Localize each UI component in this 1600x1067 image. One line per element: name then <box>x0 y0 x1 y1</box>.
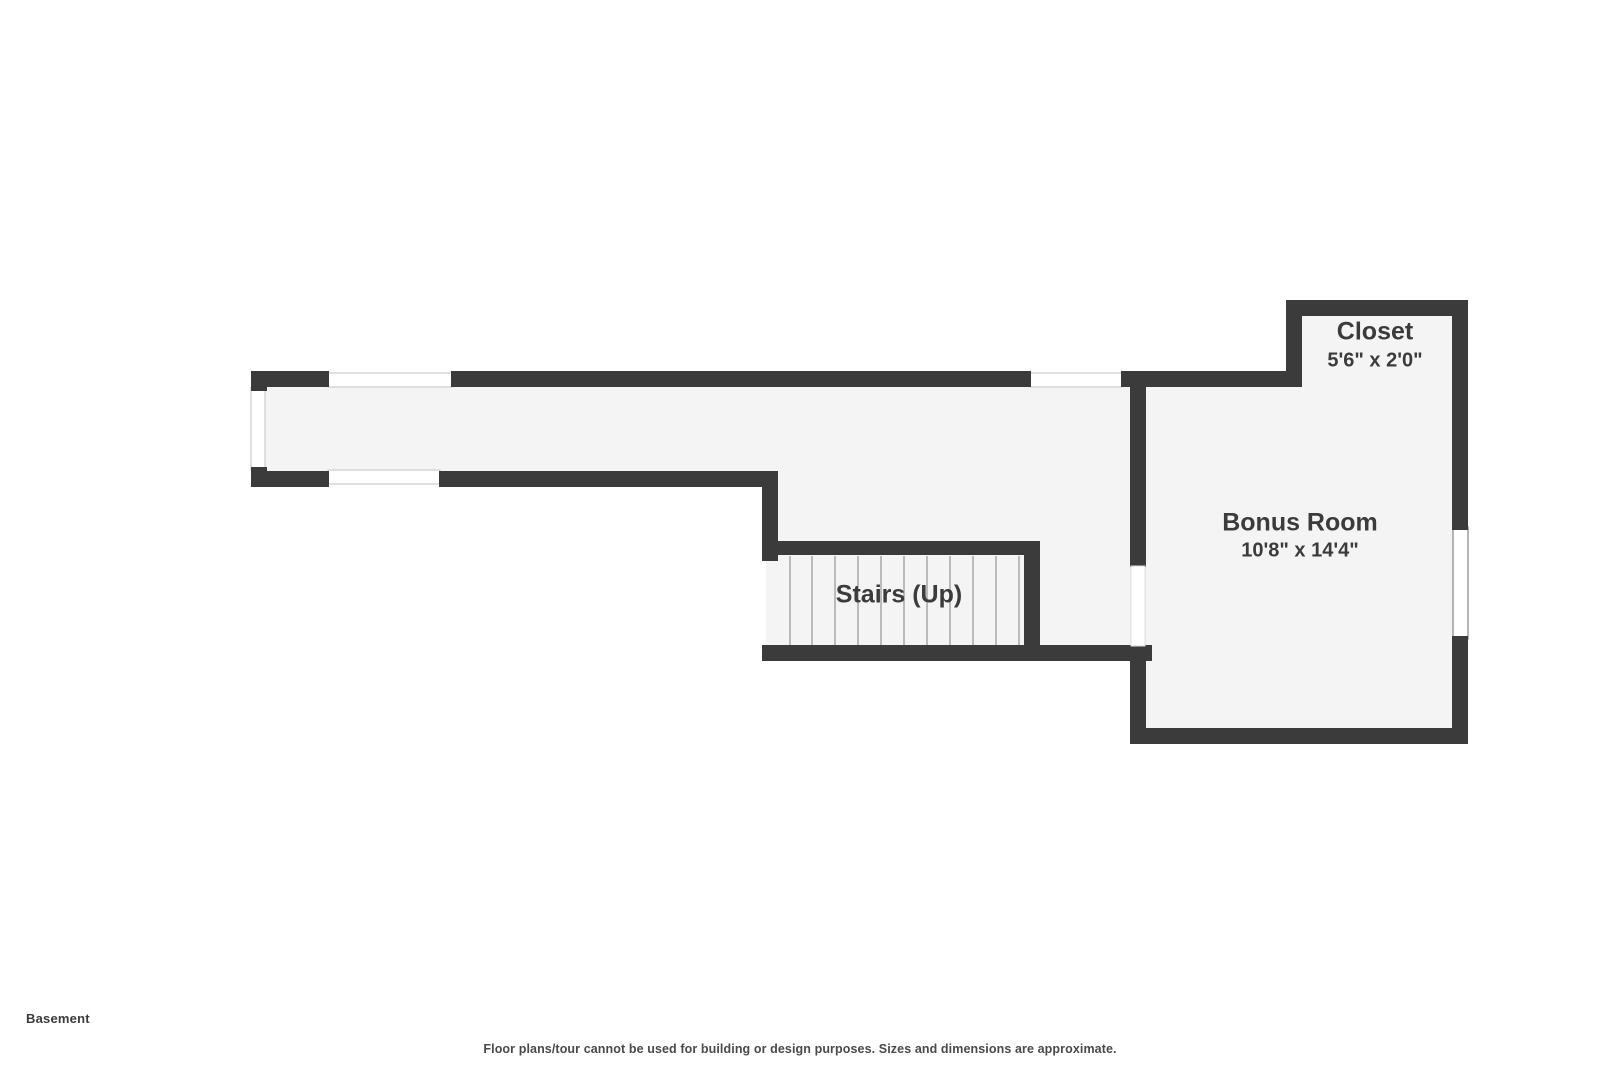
bonus-room-dimensions: 10'8" x 14'4" <box>1241 539 1358 561</box>
bonus-room-name: Bonus Room <box>1222 509 1378 537</box>
wall-stairs-bottom <box>762 645 1152 661</box>
window-bottom-left <box>327 469 441 485</box>
wall-right-lower <box>1452 636 1468 744</box>
floor-level-caption: Basement <box>26 1011 90 1026</box>
door-group <box>1130 565 1146 647</box>
window-top-right <box>1029 372 1123 388</box>
window-top-left <box>327 372 453 388</box>
stair-treads-group <box>789 556 1020 645</box>
wall-corridor-bottom-a <box>251 471 329 487</box>
wall-stairs-right <box>1024 541 1040 647</box>
wall-stair-jog-vertical <box>762 471 778 561</box>
wall-bonus-bottom <box>1130 728 1468 744</box>
wall-closet-left <box>1286 300 1302 387</box>
disclaimer-text: Floor plans/tour cannot be used for buil… <box>483 1042 1117 1056</box>
stairs-floor-fill <box>766 540 1038 655</box>
wall-stairs-top <box>762 541 1040 555</box>
wall-corridor-bottom-b <box>439 471 778 487</box>
wall-corridor-top-a <box>251 371 329 387</box>
wall-bonus-left-upper <box>1130 371 1146 567</box>
window-left-wall <box>250 387 266 471</box>
wall-right-upper <box>1452 300 1468 530</box>
stairs-label: Stairs (Up) <box>836 581 962 609</box>
wall-corridor-top-b <box>451 371 1031 387</box>
window-bonus-room-right <box>1452 526 1469 640</box>
wall-bonus-left-lower <box>1130 645 1146 744</box>
closet-room-name: Closet <box>1337 318 1414 346</box>
bonus-room-floor-fill <box>1130 376 1468 744</box>
wall-bonus-top-left <box>1130 371 1302 387</box>
door-opening-bonus-room <box>1130 565 1146 647</box>
closet-room-dimensions: 5'6" x 2'0" <box>1327 349 1422 371</box>
wall-corridor-left-upper <box>251 371 267 391</box>
wall-group <box>251 300 1468 744</box>
window-group <box>250 372 1469 640</box>
wall-closet-top <box>1286 300 1468 316</box>
room-label-group: Closet 5'6" x 2'0" Bonus Room 10'8" x 14… <box>836 318 1423 609</box>
